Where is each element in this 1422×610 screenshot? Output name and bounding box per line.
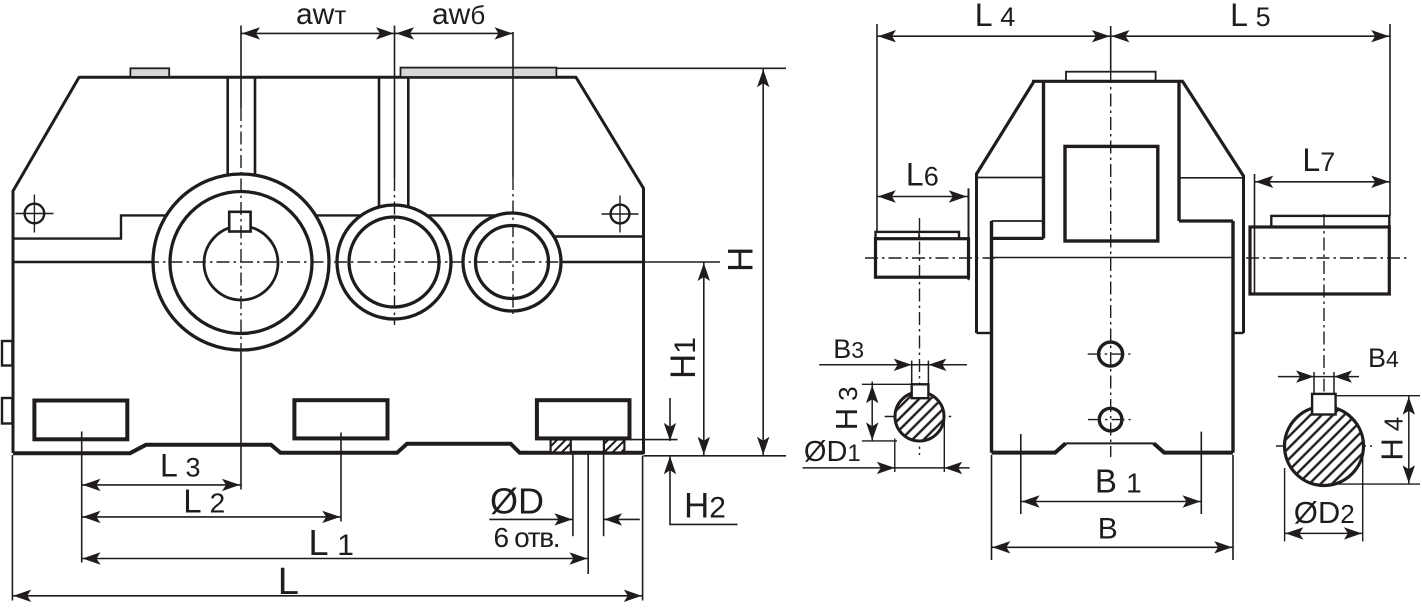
svg-text:ØD1: ØD1: [804, 436, 861, 468]
svg-text:L6: L6: [906, 157, 939, 193]
svg-text:B4: B4: [1368, 343, 1399, 373]
svg-text:L 3: L 3: [160, 447, 201, 483]
svg-text:H: H: [721, 247, 760, 272]
svg-text:6 отв.: 6 отв.: [494, 522, 561, 553]
svg-text:H2: H2: [684, 487, 726, 526]
svg-text:awт: awт: [296, 0, 346, 31]
svg-text:H3: H3: [829, 386, 864, 430]
svg-text:L: L: [278, 561, 299, 603]
svg-text:B 1: B 1: [1095, 462, 1142, 499]
svg-text:ØD: ØD: [490, 481, 544, 522]
svg-text:ØD2: ØD2: [1294, 495, 1355, 530]
svg-text:H1: H1: [664, 337, 703, 379]
svg-text:H4: H4: [1374, 417, 1409, 461]
svg-text:B: B: [1098, 513, 1118, 546]
svg-text:L7: L7: [1302, 142, 1335, 178]
svg-text:L 2: L 2: [183, 483, 225, 520]
svg-text:L 4: L 4: [975, 0, 1016, 33]
svg-text:B3: B3: [833, 334, 864, 364]
svg-text:L 5: L 5: [1230, 0, 1271, 33]
svg-text:L 1: L 1: [309, 522, 354, 563]
svg-text:awб: awб: [432, 0, 485, 31]
